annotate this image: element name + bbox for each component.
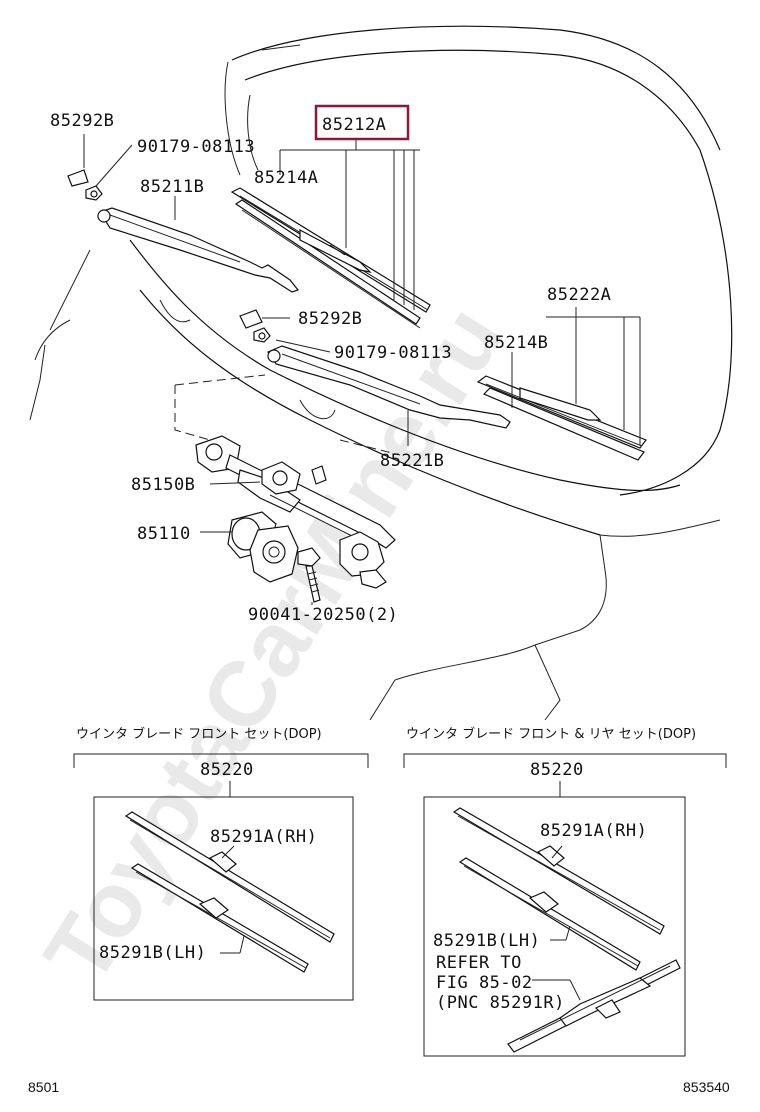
footer-left-code: 8501 <box>28 1079 59 1095</box>
label-85292b-top[interactable]: 85292B <box>50 111 114 131</box>
label-85211b[interactable]: 85211B <box>140 177 204 197</box>
kit-right-number[interactable]: 85220 <box>530 760 584 780</box>
wiper-blade-85212a <box>230 187 431 329</box>
kit-right-part-lh[interactable]: 85291B(LH) <box>433 931 540 951</box>
label-85221b[interactable]: 85221B <box>380 451 444 471</box>
kit-right: ウインタ ブレード フロント & リヤ セット(DOP) 85220 85291… <box>403 726 727 1057</box>
nut-90179-top <box>85 185 103 201</box>
kit-left-number[interactable]: 85220 <box>200 760 254 780</box>
kit-right-refer-3[interactable]: (PNC 85291R) <box>436 993 565 1013</box>
kit-left-part-rh[interactable]: 85291A(RH) <box>210 827 317 847</box>
kit-right-title: ウインタ ブレード フロント & リヤ セット(DOP) <box>406 726 696 742</box>
kit-left: ウインタ ブレード フロント セット(DOP) 85220 85291A(RH)… <box>73 726 369 1001</box>
wiper-arm-85221b <box>267 345 511 429</box>
bolt-90041 <box>297 547 321 603</box>
label-85222a[interactable]: 85222A <box>547 285 611 305</box>
label-85212a[interactable]: 85212A <box>322 115 386 135</box>
kit-right-part-rh[interactable]: 85291A(RH) <box>540 821 647 841</box>
wiper-linkage-85150b <box>195 435 396 589</box>
cap-85292b-mid <box>239 309 263 329</box>
wiper-arm-85211b <box>97 207 300 293</box>
nut-90179-mid <box>253 327 271 343</box>
footer-right-code: 853540 <box>683 1079 730 1095</box>
wiper-motor-85110 <box>227 511 299 583</box>
kit-right-refer-2: FIG 85-02 <box>436 973 533 993</box>
car-body-outline <box>29 25 733 721</box>
cap-85292b-top <box>67 169 89 187</box>
label-90179-top[interactable]: 90179-08113 <box>137 137 255 157</box>
label-85110[interactable]: 85110 <box>137 524 191 544</box>
label-90041[interactable]: 90041-20250(2) <box>248 605 398 625</box>
watermark: ToyotaCarMine.ru <box>25 289 522 1001</box>
leader-lines <box>83 134 641 605</box>
wiper-blade-85222a <box>476 375 647 461</box>
label-85214b[interactable]: 85214B <box>484 333 548 353</box>
blade-rh-left-kit <box>124 811 335 943</box>
highlight-box-85212a <box>314 104 410 141</box>
blade-rear-right-kit <box>507 959 681 1053</box>
kit-left-part-lh[interactable]: 85291B(LH) <box>99 943 206 963</box>
kit-left-title: ウインタ ブレード フロント セット(DOP) <box>76 726 322 742</box>
kit-right-refer-1: REFER TO <box>436 953 522 973</box>
label-90179-mid[interactable]: 90179-08113 <box>334 343 452 363</box>
blade-rh-right-kit <box>452 807 665 935</box>
label-85292b-mid[interactable]: 85292B <box>298 309 362 329</box>
label-85214a[interactable]: 85214A <box>254 168 318 188</box>
blade-lh-left-kit <box>130 863 309 973</box>
blade-lh-right-kit <box>458 857 641 971</box>
label-85150b[interactable]: 85150B <box>131 475 195 495</box>
